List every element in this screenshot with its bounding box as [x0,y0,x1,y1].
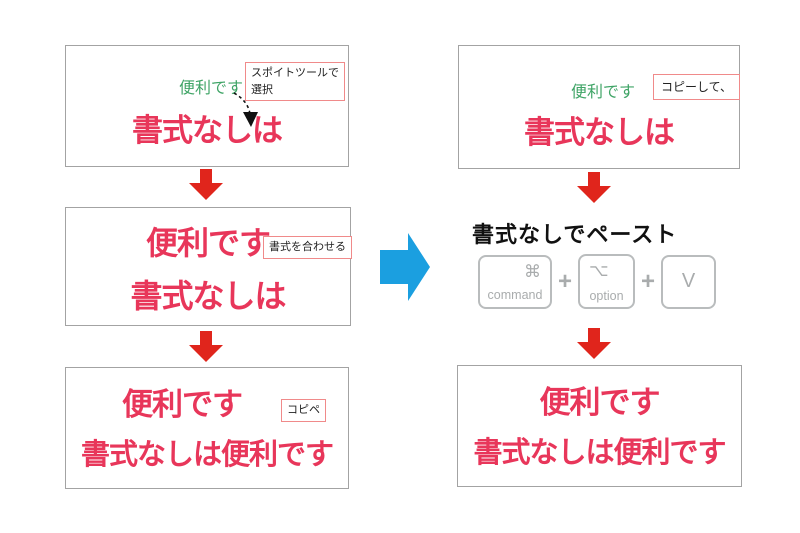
left-step1-box: 便利です スポイトツールで選択 書式なしは [65,45,349,167]
down-arrow-icon [189,169,223,200]
dashed-arrow-icon [233,92,258,127]
red-headline-text: 書式なしは [130,278,286,314]
red-headline-text: 便利です [122,387,243,422]
copy-paste-annotation-label: コピペ [281,399,326,422]
command-icon: ⌘ [524,261,541,281]
v-key-label: V [681,270,696,292]
match-format-annotation-label: 書式を合わせる [263,236,352,259]
red-headline-text: 便利です [145,225,271,261]
red-headline-text: 便利です [539,385,661,420]
red-headline-text: 書式なしは [524,115,675,150]
down-arrow-icon [577,172,611,203]
right-step1-box: 便利です コピーして、 書式なしは [458,45,741,169]
right-result-box: 便利です 書式なしは便利です [457,365,742,487]
command-key-label: command [487,288,543,302]
down-arrow-icon [189,331,223,362]
green-sample-text: 便利です [571,82,636,101]
right-arrow-icon [380,233,430,301]
option-icon: ⌥ [589,261,609,280]
paste-section-title: 書式なしでペースト [472,222,678,247]
v-key: V [661,254,716,309]
command-key: ⌘ command [478,254,552,309]
keyboard-shortcut-row: ⌘ command + ⌥ option + V [478,254,716,309]
eyedropper-annotation-label: スポイトツールで選択 [245,62,345,101]
down-arrow-icon [577,328,611,359]
red-headline-text: 書式なしは便利です [473,437,726,469]
option-key: ⌥ option [578,254,635,309]
copy-annotation-label: コピーして、 [653,74,741,100]
red-headline-text: 書式なしは [132,113,283,148]
option-key-label: option [589,288,624,303]
left-step2-box: 便利です 書式を合わせる 書式なしは [65,207,352,326]
plus-separator: + [640,267,655,295]
plus-separator: + [557,267,572,295]
green-sample-text: 便利です [179,78,244,97]
red-headline-text: 書式なしは便利です [80,439,334,471]
left-step3-box: 便利です コピペ 書式なしは便利です [65,367,349,489]
